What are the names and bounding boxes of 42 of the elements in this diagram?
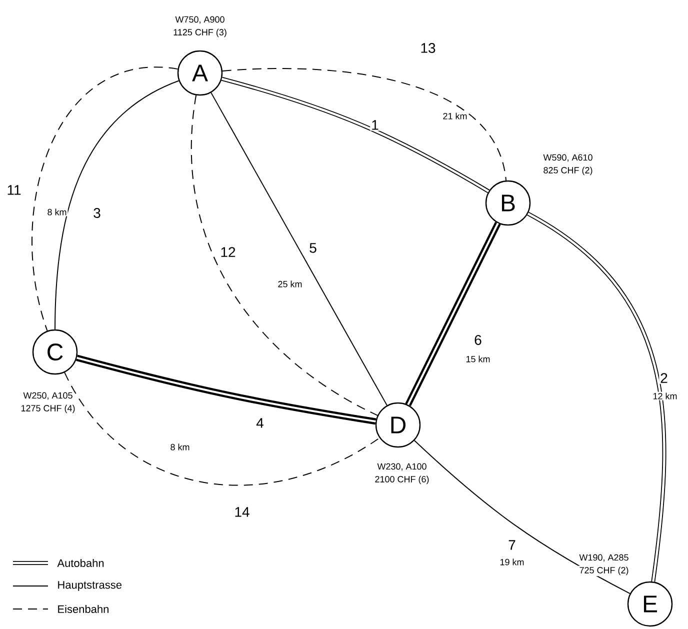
city-info: 2100 CHF (6) [374,474,430,486]
city-info: W230, A100 [376,462,428,472]
road-line [210,92,388,406]
city-info: W190, A285 [578,553,630,563]
distance-label: 8 km [46,208,68,216]
railway-line [191,94,378,416]
distance-label: 15 km [464,354,492,364]
city-info: 1125 CHF (3) [172,28,228,38]
edge-label: 12 [221,247,236,257]
motorway-line [76,354,376,425]
edge-label: 5 [310,243,316,253]
edge-label: 11 [8,185,21,195]
edge-label: 14 [235,507,250,517]
city-info: 725 CHF (2) [578,566,630,576]
distance-label: 21 km [442,112,468,120]
city-info: W590, A610 [542,153,594,163]
legend-label: Autobahn [57,558,104,568]
edge-label: 7 [508,540,516,550]
city-info: W250, A105 [22,391,74,401]
edge-label: 3 [94,208,100,218]
distance-label: 25 km [276,280,304,288]
motorway-line [405,222,501,406]
railway-line [222,68,507,181]
railway-line [64,372,380,486]
edge-label: 1 [372,120,378,130]
distance-label: 8 km [169,442,191,452]
edge-label: 6 [474,335,482,345]
road-line [414,440,630,594]
edge-label: 13 [421,43,436,53]
legend-label: Hauptstrasse [58,581,122,591]
city-info: 825 CHF (2) [542,166,594,176]
distance-label: 12 km [652,392,678,400]
distance-label: 19 km [498,558,526,566]
motorway-line [221,76,490,194]
city-info: 1275 CHF (4) [20,404,76,414]
railway-line [32,66,178,332]
edge-label: 4 [256,418,264,428]
road-line [54,80,180,330]
edge-label: 2 [660,373,668,383]
motorway-line [526,212,666,582]
legend-label: Eisenbahn [58,604,108,614]
city-info: W750, A900 [174,15,226,25]
